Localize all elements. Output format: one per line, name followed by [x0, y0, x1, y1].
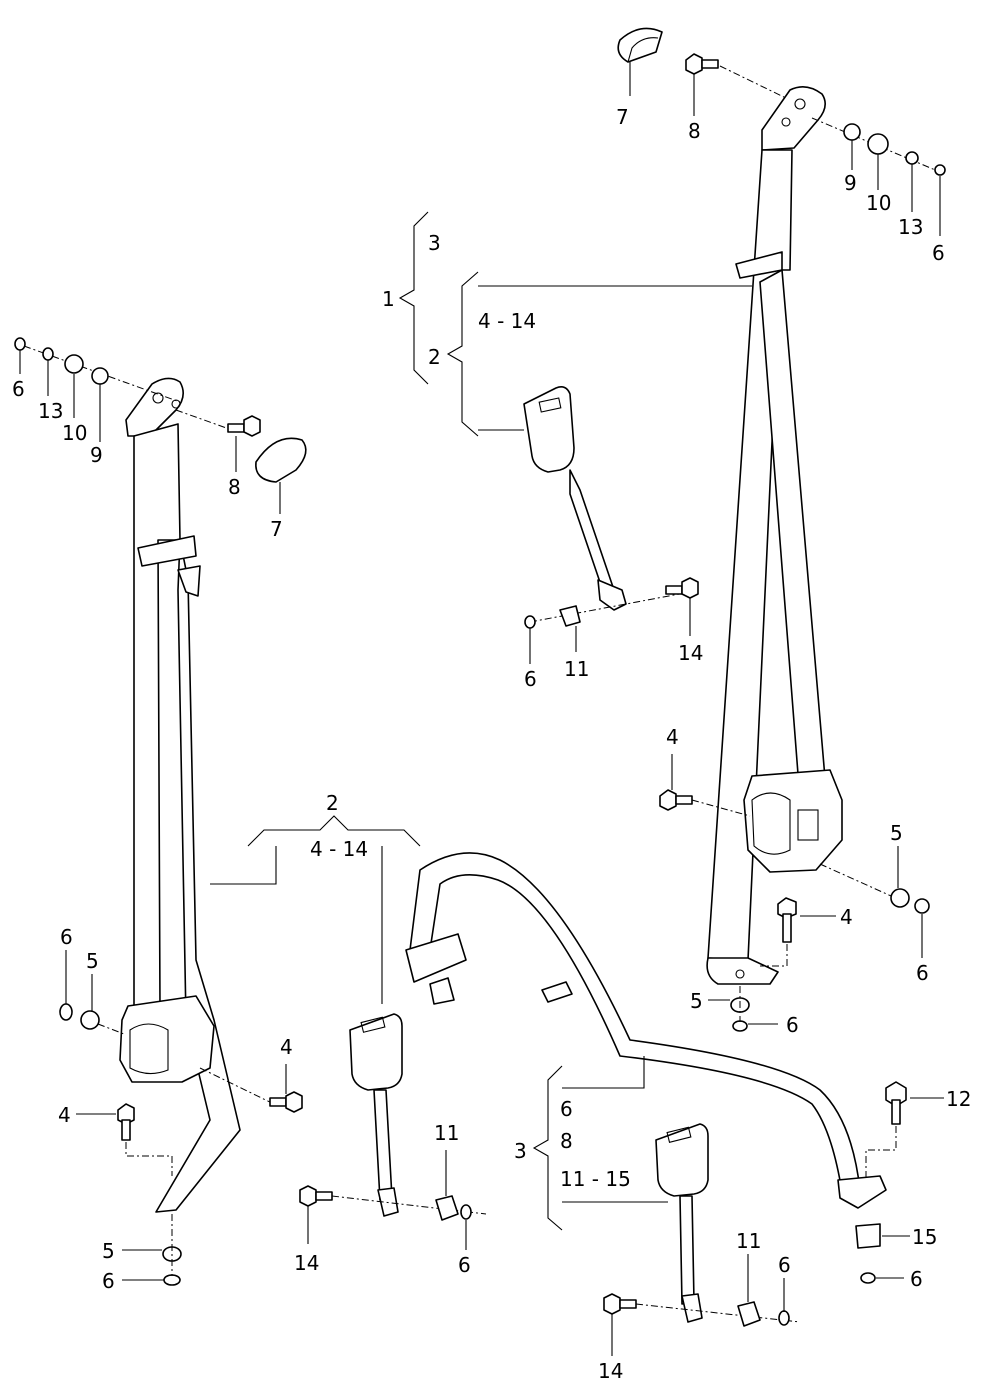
label-rr-5a: 5 [890, 821, 903, 845]
belt-webbing-left [133, 423, 181, 1011]
label-range-bottom: 11 - 15 [560, 1167, 631, 1191]
bolt-8-left [227, 415, 261, 437]
label-cb-14: 14 [294, 1251, 319, 1275]
bolt-12 [885, 1081, 907, 1125]
label-8-group: 8 [560, 1129, 573, 1153]
bolt-14-bottom [603, 1293, 637, 1315]
spacer-11-top [559, 605, 581, 627]
label-bc-14: 14 [598, 1359, 623, 1383]
label-bc-11: 11 [736, 1229, 761, 1253]
bolt-4-anchor-left [117, 1103, 135, 1141]
label-bb-15: 15 [912, 1225, 937, 1249]
bolt-8-top-right [685, 53, 719, 75]
label-tl-9: 9 [90, 443, 103, 467]
trim-cap-top-right [617, 27, 663, 63]
label-tl-8: 8 [228, 475, 241, 499]
label-rr-4b: 4 [840, 905, 853, 929]
label-ll-4a: 4 [280, 1035, 293, 1059]
label-bb-12: 12 [946, 1087, 971, 1111]
spacer-11-centre [435, 1195, 459, 1221]
label-ll-6: 6 [60, 925, 73, 949]
label-tr-9: 9 [844, 171, 857, 195]
label-range-mid: 4 - 14 [310, 837, 368, 861]
label-tr-8: 8 [688, 119, 701, 143]
buckle-bottom-centre [655, 1123, 709, 1323]
label-ll-5: 5 [86, 949, 99, 973]
label-tl-13: 13 [38, 399, 63, 423]
trim-cap-left [255, 437, 307, 483]
retractor-left [119, 995, 215, 1083]
label-tl-10: 10 [62, 421, 87, 445]
label-cb-6: 6 [458, 1253, 471, 1277]
centre-lap-belt [405, 852, 887, 1209]
label-tr-10: 10 [866, 191, 891, 215]
callout-labels: 1 3 2 4 - 14 2 4 - 14 3 6 8 11 - 15 7 8 … [12, 105, 971, 1383]
buckle-centre-left [349, 1013, 403, 1217]
label-ll-6b: 6 [102, 1269, 115, 1293]
label-ll-5b: 5 [102, 1239, 115, 1263]
spacer-10-left [64, 354, 84, 374]
bolt-4-retractor-left [269, 1091, 303, 1113]
label-tc-14: 14 [678, 641, 703, 665]
spacer-5-retractor-right [890, 888, 910, 908]
leader-lines [19, 62, 944, 1356]
label-1: 1 [382, 287, 395, 311]
label-rr-4a: 4 [666, 725, 679, 749]
label-tr-7: 7 [616, 105, 629, 129]
label-6-group: 6 [560, 1097, 573, 1121]
label-2-mid: 2 [326, 791, 339, 815]
label-tr-13: 13 [898, 215, 923, 239]
bolt-4-anchor-right [777, 897, 797, 943]
label-rr-5b: 5 [690, 989, 703, 1013]
buckle-front-right [523, 386, 627, 611]
label-bb-6: 6 [910, 1267, 923, 1291]
label-range-top: 4 - 14 [478, 309, 536, 333]
label-tl-6: 6 [12, 377, 25, 401]
spacer-9 [843, 123, 861, 141]
label-tc-6: 6 [524, 667, 537, 691]
label-rr-6b: 6 [786, 1013, 799, 1037]
retractor-right [743, 769, 843, 873]
bolt-4-retractor-right [659, 789, 693, 811]
spacer-11-bottom [737, 1301, 761, 1327]
label-2-top: 2 [428, 345, 441, 369]
label-cb-11: 11 [434, 1121, 459, 1145]
label-bc-6: 6 [778, 1253, 791, 1277]
label-3-bottom: 3 [514, 1139, 527, 1163]
label-tr-6: 6 [932, 241, 945, 265]
label-3-top: 3 [428, 231, 441, 255]
spacer-5-left [80, 1010, 100, 1030]
bolt-14-top [665, 577, 699, 599]
label-rr-6a: 6 [916, 961, 929, 985]
bolt-14-centre [299, 1185, 333, 1207]
upper-anchor-plate-right [761, 86, 826, 151]
spacer-15 [855, 1223, 881, 1249]
label-tl-7: 7 [270, 517, 283, 541]
right-belt-assembly [617, 27, 946, 985]
label-tc-11: 11 [564, 657, 589, 681]
left-belt-assembly [119, 377, 241, 1213]
label-ll-4b: 4 [58, 1103, 71, 1127]
